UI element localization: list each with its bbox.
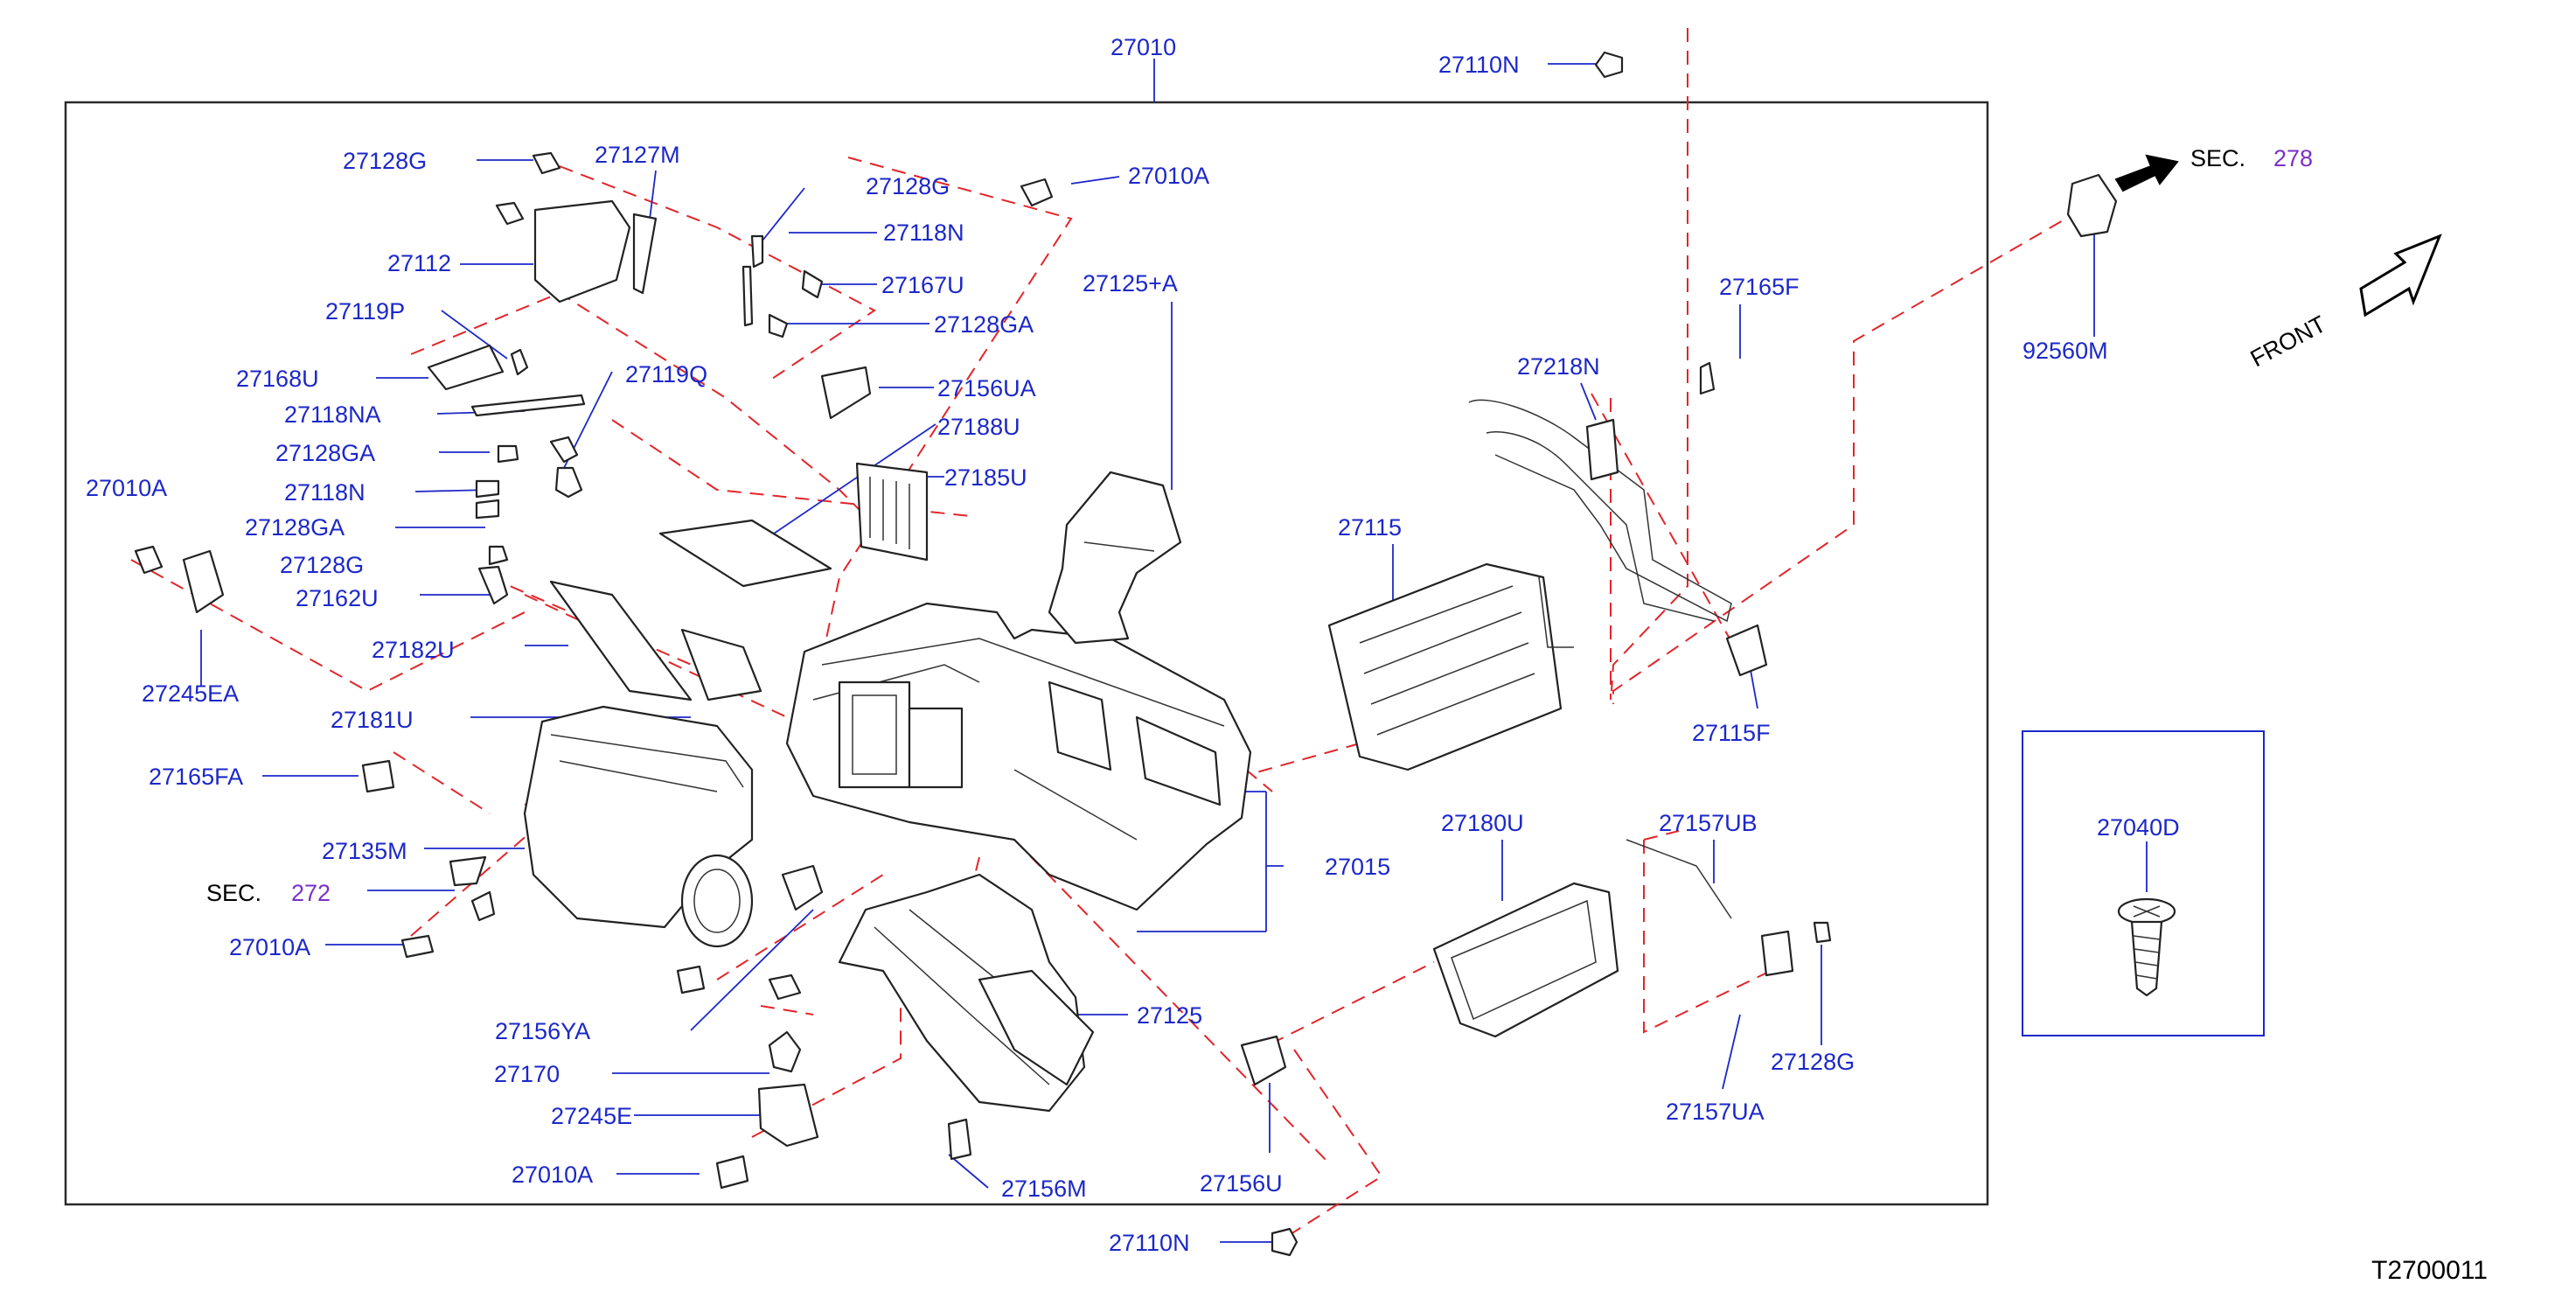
label-27165F: 27165F (1719, 274, 1800, 300)
label-27015: 27015 (1325, 854, 1390, 880)
assembly-frame (64, 101, 1989, 1206)
label-27188U: 27188U (937, 414, 1020, 440)
label-27125A: 27125+A (1083, 270, 1178, 297)
label-27162U: 27162U (296, 585, 379, 611)
label-27128GA-b: 27128GA (275, 440, 375, 466)
label-27165FA: 27165FA (149, 764, 243, 790)
heater-unit-assembly (785, 602, 1252, 1113)
label-27181U: 27181U (331, 707, 414, 733)
label-27010: 27010 (1110, 34, 1176, 60)
label-27128GA-c: 27128GA (245, 514, 345, 541)
arrow-to-sec278-icon (2114, 154, 2179, 192)
label-27128G-b: 27128G (866, 173, 950, 199)
label-27118NA: 27118NA (284, 401, 381, 428)
evaporator-27180U (1432, 839, 1732, 1038)
label-27010A-c: 27010A (229, 934, 310, 960)
part-labels: 27010 27110N 27128G 27127M 27128G 27010A… (86, 34, 2488, 1285)
label-27115: 27115 (1338, 514, 1402, 541)
label-27156M: 27156M (1001, 1176, 1087, 1202)
label-27118N-b: 27118N (284, 479, 366, 506)
label-27170: 27170 (494, 1061, 560, 1087)
label-27118N-a: 27118N (883, 220, 964, 246)
filters (549, 462, 929, 701)
blower-case-27135M (523, 705, 754, 948)
label-27185U: 27185U (944, 464, 1027, 491)
label-27040D: 27040D (2097, 814, 2180, 841)
label-27010A-d: 27010A (512, 1162, 593, 1188)
label-sec-278-prefix: SEC. (2190, 145, 2245, 171)
label-27115F: 27115F (1692, 720, 1771, 746)
label-27157UB: 27157UB (1659, 810, 1758, 836)
label-sec-278: 278 (2273, 145, 2313, 171)
front-direction-arrow-icon (2359, 234, 2442, 318)
label-27128G-a: 27128G (343, 148, 427, 174)
inset-frame-27040D (2022, 730, 2265, 1036)
label-27119Q: 27119Q (625, 361, 707, 387)
label-92560M: 92560M (2023, 338, 2108, 364)
label-27135M: 27135M (322, 838, 407, 864)
label-27156UA: 27156UA (937, 375, 1036, 401)
label-27168U: 27168U (236, 366, 319, 392)
label-27182U: 27182U (372, 637, 455, 663)
label-27180U: 27180U (1441, 810, 1524, 836)
label-27110N-bottom: 27110N (1109, 1230, 1190, 1256)
label-27167U: 27167U (881, 272, 964, 298)
label-27128GA-a: 27128GA (934, 311, 1034, 338)
label-27157UA: 27157UA (1666, 1099, 1765, 1125)
label-sec-272: 272 (291, 880, 331, 906)
label-27156U: 27156U (1200, 1170, 1283, 1197)
label-27245EA: 27245EA (142, 680, 239, 707)
label-27010A-a: 27010A (1128, 163, 1209, 189)
label-27127M: 27127M (595, 142, 680, 168)
label-27010A-b: 27010A (86, 475, 167, 501)
label-27125: 27125 (1137, 1002, 1202, 1029)
label-27128G-c: 27128G (280, 552, 364, 578)
heater-core-27115 (1327, 399, 1732, 771)
label-27156YA: 27156YA (495, 1018, 590, 1044)
clip-27040D-icon (2117, 897, 2176, 997)
drawing-code: T2700011 (2371, 1256, 2488, 1285)
label-27128G-d: 27128G (1771, 1049, 1855, 1075)
label-27245E: 27245E (551, 1103, 632, 1129)
front-label: FRONT (2246, 311, 2330, 372)
label-27119P: 27119P (325, 298, 405, 324)
duct-27125A (1048, 471, 1182, 645)
label-sec-272-prefix: SEC. (206, 880, 261, 906)
label-27218N: 27218N (1517, 353, 1600, 380)
label-27112: 27112 (387, 250, 451, 276)
small-parts (134, 51, 2118, 1257)
label-27110N-top: 27110N (1438, 52, 1520, 78)
leader-lines (200, 59, 2148, 1243)
